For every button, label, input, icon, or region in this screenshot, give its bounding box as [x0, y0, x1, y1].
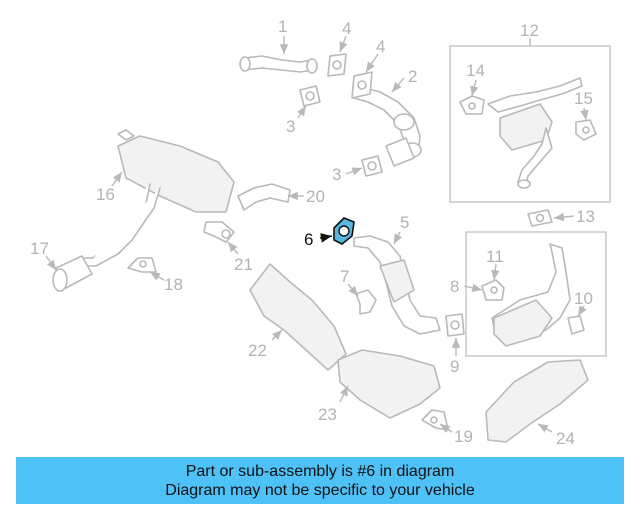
callout-20: 20	[306, 187, 325, 206]
callout-24: 24	[556, 429, 575, 448]
callout-1: 1	[278, 17, 287, 36]
exhaust-parts-diagram: 1 2 3 3 4 4 5 6 7 8 9 10 11 12 13 14 15 …	[30, 17, 611, 448]
part-5-converter	[353, 235, 441, 335]
part-14-hanger	[459, 95, 485, 115]
part-20-pipe	[237, 183, 291, 211]
callout-7: 7	[340, 267, 349, 286]
callout-10: 10	[574, 289, 593, 308]
part-15-clamp	[575, 119, 597, 141]
part-9-gasket	[445, 313, 465, 337]
part-2-exhaust-pipe	[353, 85, 422, 167]
part-16-muffler	[83, 129, 235, 267]
callout-23: 23	[318, 405, 337, 424]
leader-lines	[45, 35, 589, 433]
callout-9: 9	[450, 357, 459, 376]
callout-14: 14	[466, 61, 485, 80]
callout-3a: 3	[286, 117, 295, 136]
callout-17: 17	[30, 239, 49, 258]
callout-18: 18	[164, 275, 183, 294]
callout-21: 21	[234, 255, 253, 274]
group-8-box	[465, 231, 607, 357]
callout-16: 16	[96, 185, 115, 204]
part-17-tailpipe-tip	[52, 255, 93, 292]
part-4-gasket-a	[327, 53, 347, 77]
part-3-gasket-b	[361, 155, 383, 177]
callout-4b: 4	[376, 37, 385, 56]
part-18-hanger	[127, 257, 157, 273]
part-7-bracket	[355, 289, 377, 315]
part-12-rear-muffler	[487, 77, 583, 189]
part-22-heat-shield	[249, 263, 347, 371]
callout-13: 13	[576, 207, 595, 226]
callout-19: 19	[454, 427, 473, 446]
part-23-heat-shield	[337, 349, 441, 419]
part-6-gasket-highlighted[interactable]	[333, 217, 355, 245]
part-3-gasket-a	[299, 85, 321, 107]
callout-8: 8	[450, 277, 459, 296]
callout-11: 11	[486, 247, 504, 266]
part-21-clamp	[203, 221, 235, 243]
callout-3b: 3	[332, 165, 341, 184]
part-13-gasket	[527, 209, 553, 227]
part-8-pipe-assembly	[491, 243, 571, 347]
callout-2: 2	[408, 67, 417, 86]
part-24-heat-shield	[485, 359, 589, 443]
callout-4a: 4	[342, 19, 351, 38]
part-4-gasket-b	[351, 71, 373, 99]
callout-5: 5	[400, 213, 409, 232]
banner-line-disclaimer: Diagram may not be specific to your vehi…	[165, 481, 475, 499]
callout-6[interactable]: 6	[304, 230, 313, 249]
callout-12: 12	[520, 21, 539, 40]
info-banner: Part or sub-assembly is #6 in diagram Di…	[16, 457, 624, 504]
part-10-bracket	[567, 315, 585, 335]
callout-22: 22	[248, 341, 267, 360]
callout-15: 15	[574, 89, 593, 108]
banner-line-part-number: Part or sub-assembly is #6 in diagram	[185, 462, 455, 480]
part-1-front-pipe	[239, 55, 318, 74]
part-11-hanger	[481, 279, 505, 301]
